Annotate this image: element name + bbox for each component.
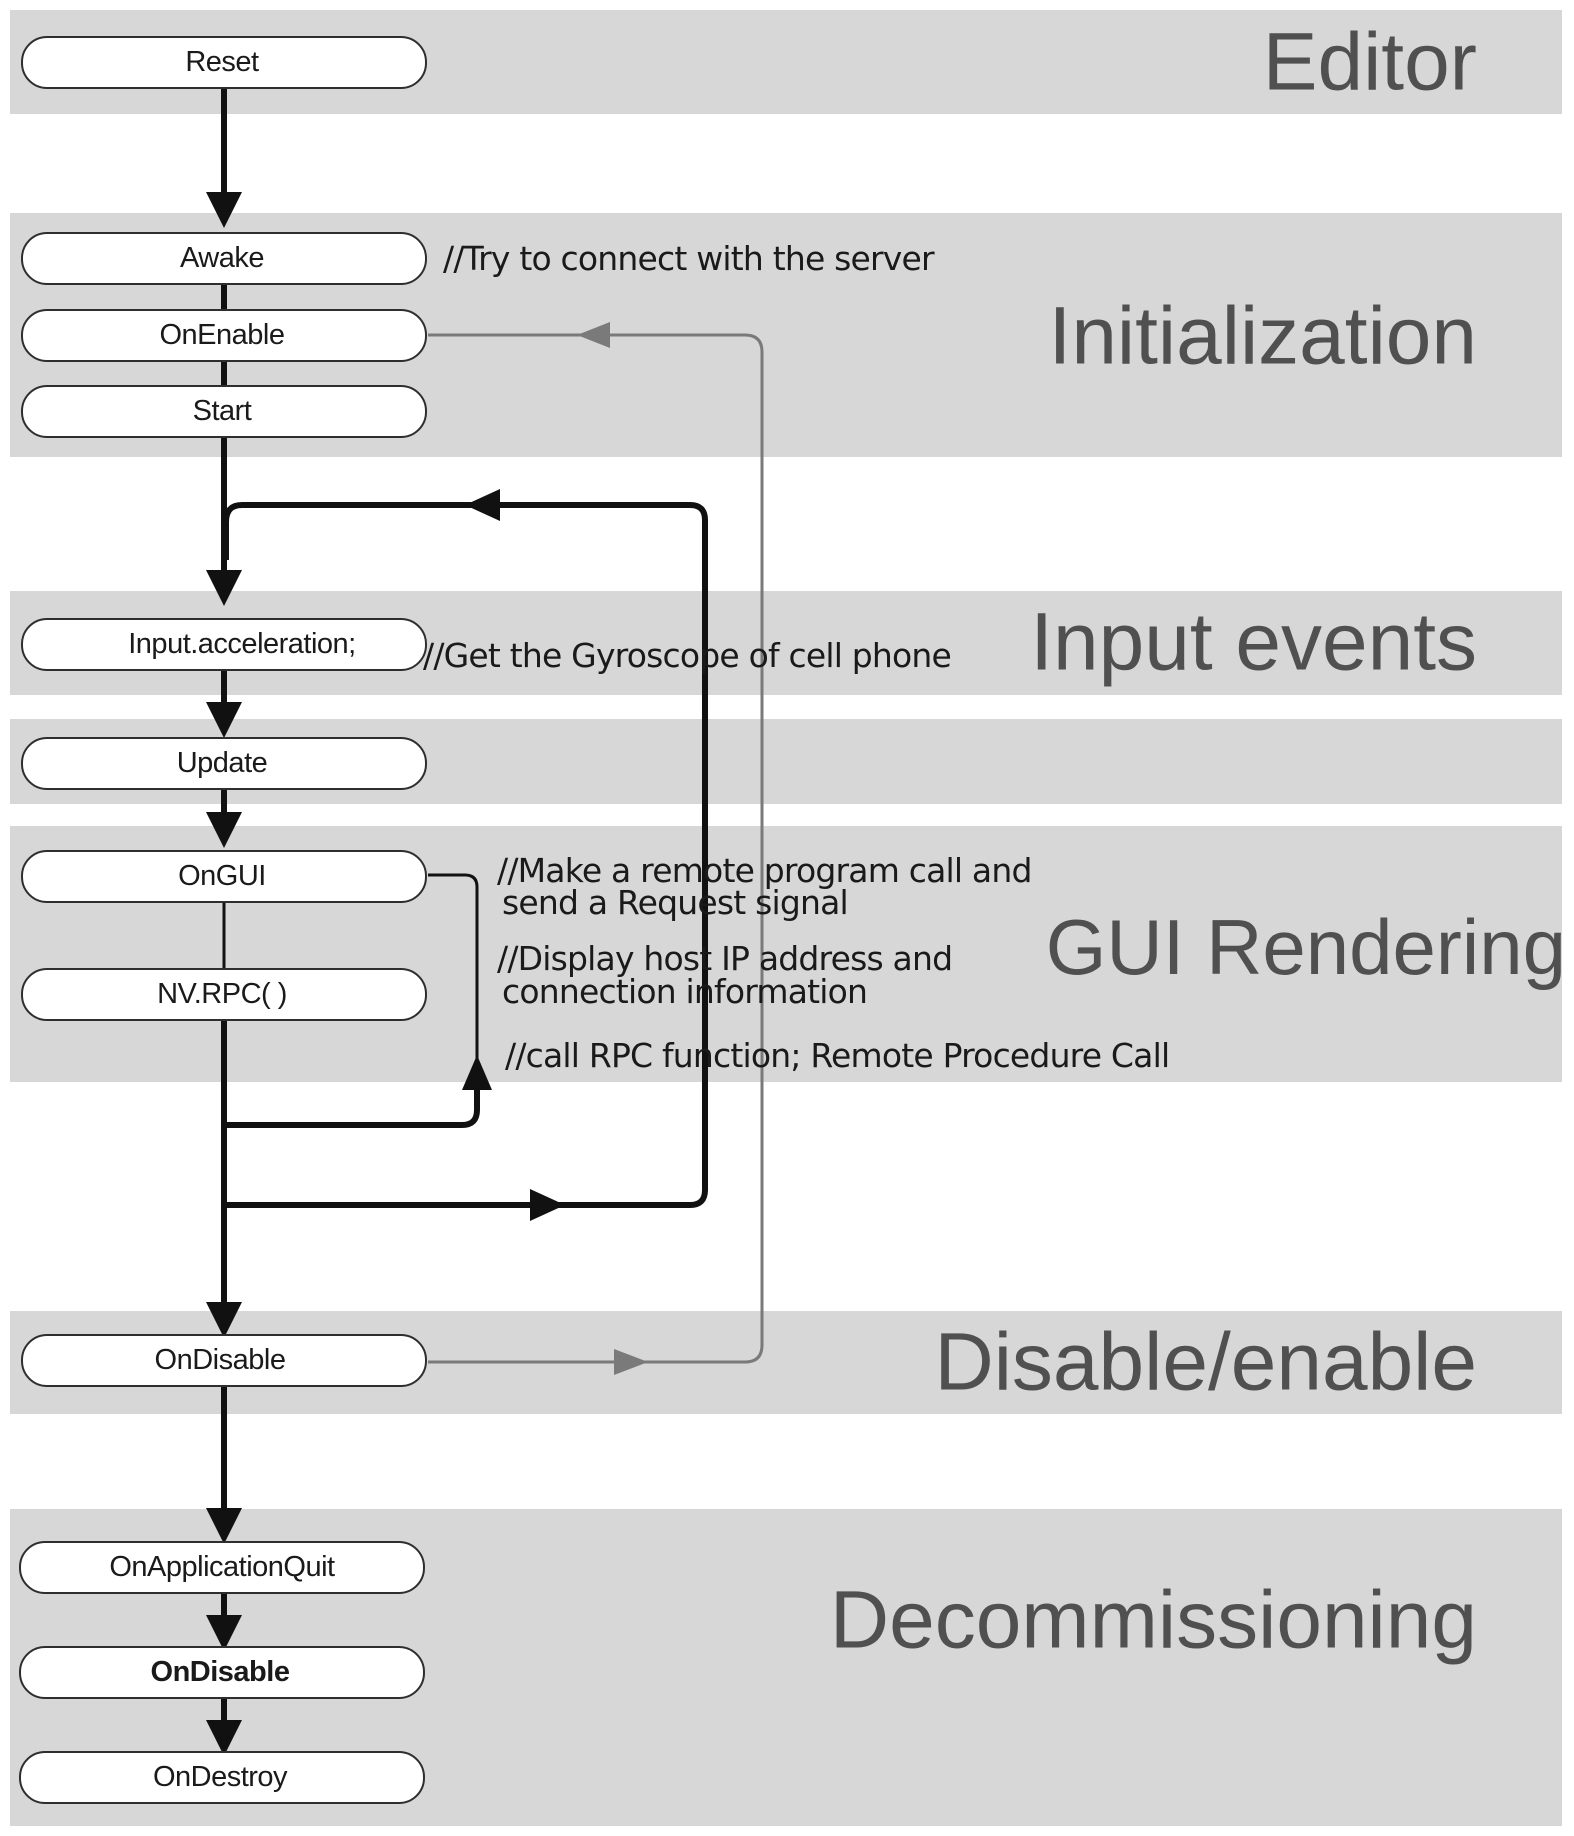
node-reset-label: Reset [185,46,259,78]
node-ondestroy: OnDestroy [19,1751,425,1804]
node-onapplicationquit: OnApplicationQuit [19,1541,425,1594]
enable-loop-arrow-left [577,322,610,348]
input-loop-arrow-right [530,1189,565,1221]
note-input: //Get the Gyroscope of cell phone [423,636,951,675]
node-update-label: Update [177,747,268,779]
input-loop-arrow-left [465,489,500,521]
gui-loop-line [224,1070,480,1128]
stage-label-decommissioning: Decommissioning [830,1575,1477,1666]
gui-loop-upper-line [428,873,479,1060]
note-rpc-line1: //Make a remote program call and [497,851,1032,890]
enable-loop-line [428,333,764,1364]
node-ongui-label: OnGUI [178,860,266,892]
node-reset: Reset [21,36,427,89]
stage-label-initialization: Initialization [1049,291,1477,382]
node-start-label: Start [193,395,252,427]
note-call-rpc: //call RPC function; Remote Procedure Ca… [505,1036,1169,1075]
node-ondisable-2-label: OnDisable [151,1656,290,1688]
node-onenable: OnEnable [21,309,427,362]
node-input-acceleration-label: Input.acceleration; [128,628,355,660]
node-ondisable: OnDisable [21,1334,427,1387]
node-nv-rpc: NV.RPC( ) [21,968,427,1021]
node-awake: Awake [21,232,427,285]
note-rpc-line2: send a Request signal [502,883,848,922]
node-nv-rpc-label: NV.RPC( ) [157,978,287,1010]
gui-loop-arrow-up [462,1055,492,1090]
note-display-line1: //Display host IP address and [497,939,952,978]
node-ongui: OnGUI [21,850,427,903]
node-onapplicationquit-label: OnApplicationQuit [109,1551,335,1583]
node-ondisable-label: OnDisable [155,1344,286,1376]
stage-label-editor: Editor [1263,17,1477,108]
enable-loop-arrow-right [614,1349,648,1375]
input-loop-line [223,502,708,1208]
stage-label-gui-rendering: GUI Rendering [1046,903,1566,991]
node-awake-label: Awake [180,242,264,274]
node-input-acceleration: Input.acceleration; [21,618,427,671]
stage-label-disable-enable: Disable/enable [935,1317,1478,1408]
node-ondisable-2: OnDisable [19,1646,425,1699]
stage-label-input-events: Input events [1030,597,1477,688]
node-ondestroy-label: OnDestroy [153,1761,288,1793]
node-onenable-label: OnEnable [160,319,285,351]
note-awake: //Try to connect with the server [443,239,935,278]
node-start: Start [21,385,427,438]
node-update: Update [21,737,427,790]
note-display-line2: connection information [502,972,867,1011]
